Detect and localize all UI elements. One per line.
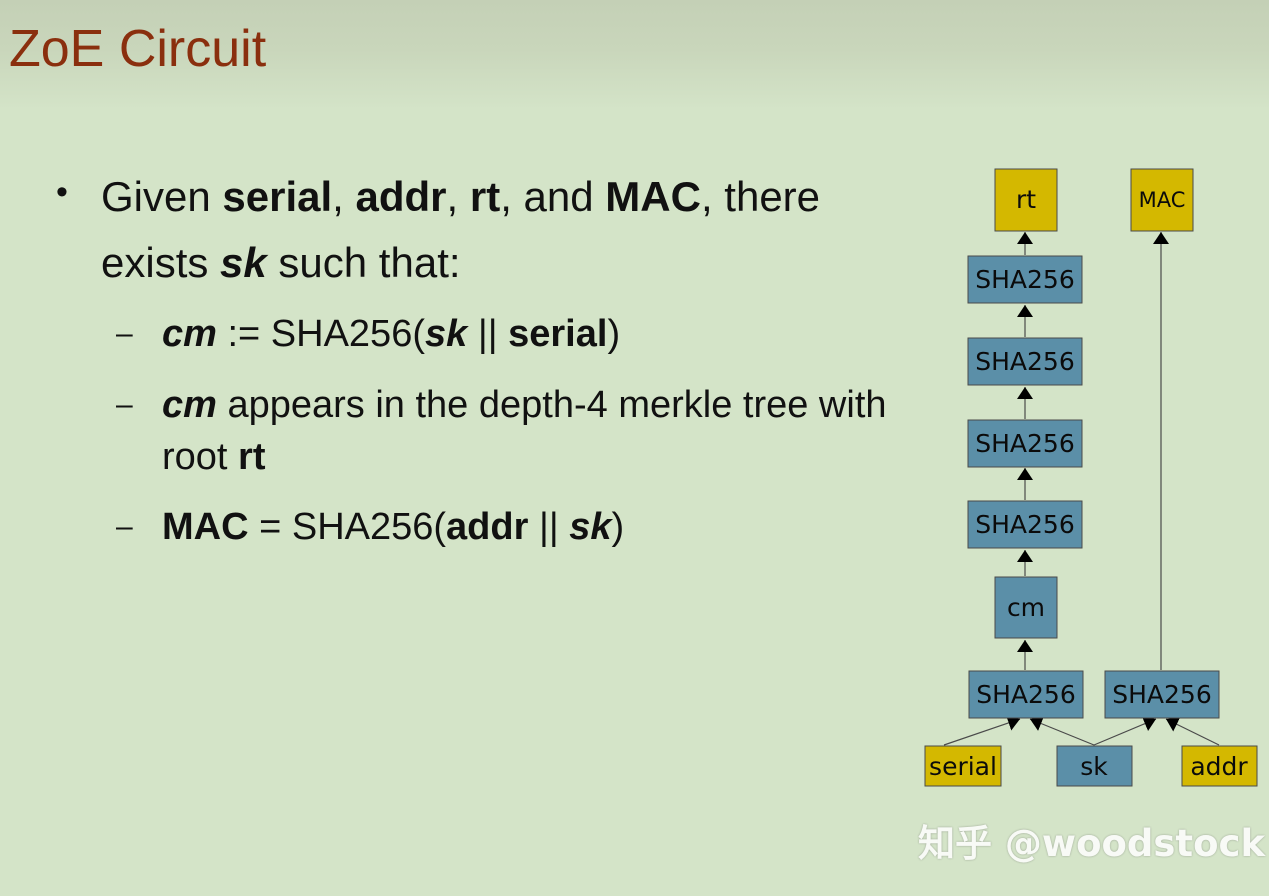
- text-sk: sk: [569, 506, 612, 548]
- text-there-exists: , there exists: [101, 173, 821, 286]
- node-label-addr: addr: [1190, 752, 1248, 781]
- node-label-sha256: SHA256: [1112, 680, 1212, 709]
- node-label-rt: rt: [1016, 185, 1036, 214]
- sub-item-mac: MAC = SHA256(addr || sk): [162, 501, 902, 553]
- text-such-that: such that: [266, 239, 449, 286]
- text-close: ): [607, 313, 621, 355]
- node-sk: sk: [1056, 745, 1133, 787]
- node-sha256-level3: SHA256: [967, 419, 1083, 468]
- text-and: , and: [500, 173, 606, 220]
- text-eq: = SHA256(: [248, 506, 447, 548]
- text-sk: sk: [424, 313, 468, 355]
- edge-sk-to-sha6: [1093, 716, 1157, 746]
- node-label-cm: cm: [1007, 593, 1045, 622]
- bullet-list: • Given serial, addr, rt, and MAC, there…: [0, 0, 930, 600]
- slide-title: ZoE Circuit: [9, 20, 267, 78]
- header-band: [0, 0, 1269, 110]
- text-serial: serial: [222, 173, 333, 220]
- node-cm: cm: [994, 576, 1058, 639]
- edge-addr-to-sha6: [1165, 717, 1220, 746]
- node-label-sha256: SHA256: [975, 429, 1075, 458]
- sub-item-merkle: cm appears in the depth-4 merkle tree wi…: [162, 379, 902, 483]
- text-rt: rt: [469, 173, 501, 220]
- node-addr: addr: [1181, 745, 1258, 787]
- text-assign: := SHA256(: [216, 313, 425, 355]
- text-colon: :: [448, 239, 461, 286]
- text-concat: ||: [467, 313, 509, 355]
- sub-item-commitment: cm := SHA256(sk || serial): [162, 308, 902, 360]
- node-label-sk: sk: [1080, 752, 1108, 781]
- text-close: ): [611, 506, 625, 548]
- node-rt: rt: [994, 168, 1058, 232]
- text-appears: appears in the depth-4 merkle tree with …: [162, 384, 887, 478]
- node-label-sha256: SHA256: [975, 265, 1075, 294]
- text-concat: ||: [528, 506, 570, 548]
- node-sha256-level1: SHA256: [967, 255, 1083, 304]
- text-mac: MAC: [605, 173, 701, 220]
- main-bullet-text: Given serial, addr, rt, and MAC, there e…: [101, 164, 921, 296]
- text-serial: serial: [508, 313, 608, 355]
- node-mac: MAC: [1130, 168, 1194, 232]
- text-comma: ,: [332, 173, 356, 220]
- text-cm: cm: [162, 313, 217, 355]
- node-sha256-level4: SHA256: [967, 500, 1083, 549]
- node-label-serial: serial: [929, 752, 997, 781]
- node-sha256-commitment: SHA256: [968, 670, 1084, 719]
- text-mac: MAC: [162, 506, 249, 548]
- text-cm: cm: [162, 384, 217, 426]
- bullet-symbol: •: [56, 173, 68, 211]
- node-label-sha256: SHA256: [975, 347, 1075, 376]
- edge-serial-to-sha5: [943, 715, 1021, 746]
- sub-dash: –: [116, 510, 133, 543]
- node-serial: serial: [924, 745, 1002, 787]
- node-sha256-level2: SHA256: [967, 337, 1083, 386]
- text-addr: addr: [355, 173, 447, 220]
- text-rt: rt: [238, 436, 266, 478]
- node-sha256-mac: SHA256: [1104, 670, 1220, 719]
- edge-sk-to-sha5: [1029, 716, 1095, 746]
- diagram-edges: [943, 232, 1220, 746]
- node-label-sha256: SHA256: [975, 510, 1075, 539]
- sub-dash: –: [116, 317, 133, 350]
- node-label-mac: MAC: [1139, 188, 1186, 212]
- text-sk: sk: [220, 239, 267, 286]
- text-addr: addr: [446, 506, 529, 548]
- node-label-sha256: SHA256: [976, 680, 1076, 709]
- watermark: 知乎 @woodstock: [918, 822, 1266, 865]
- sub-dash: –: [116, 388, 133, 421]
- text-given: Given: [101, 173, 223, 220]
- text-comma: ,: [446, 173, 470, 220]
